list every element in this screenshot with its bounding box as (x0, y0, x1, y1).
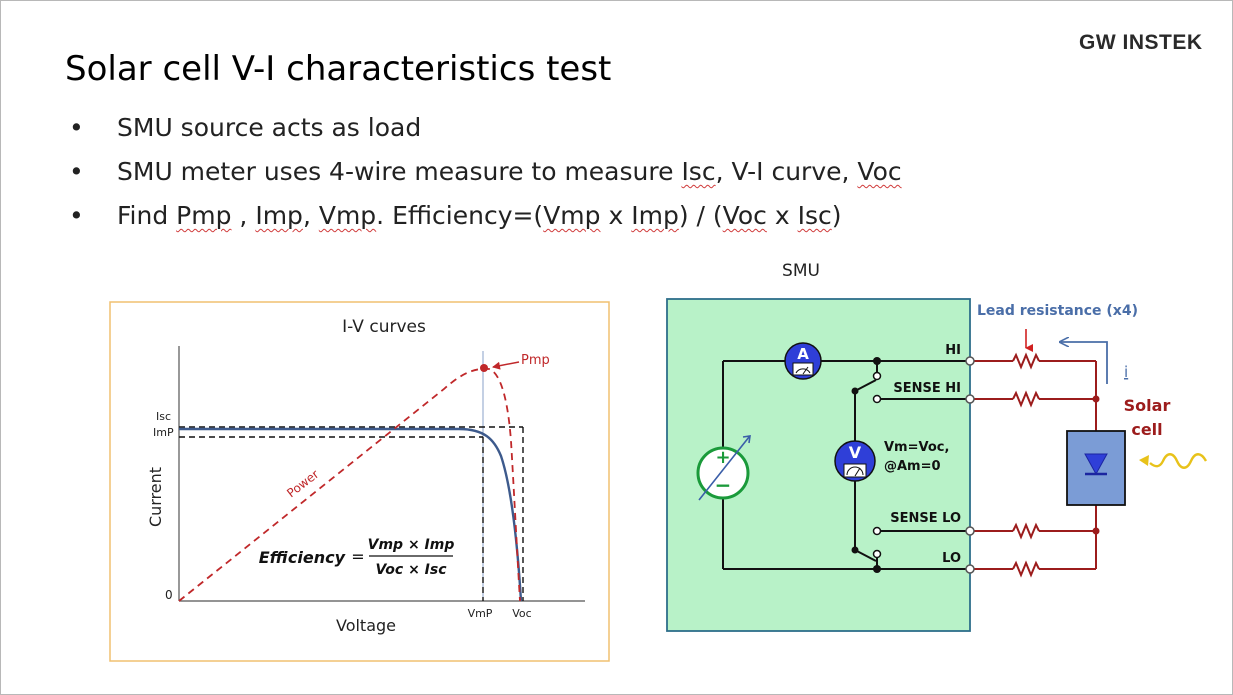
terminal-sense-hi (965, 394, 975, 404)
bullet-text: ) (831, 201, 842, 230)
power-curve-line (178, 367, 521, 602)
efficiency-formula: Efficiency = Vmp × Imp Voc × Isc (259, 537, 455, 578)
terminal-lo (965, 564, 975, 574)
switch-contact (872, 394, 882, 404)
node-dot (1092, 527, 1100, 535)
vmp-term: Vmp (318, 201, 377, 230)
terminal-sense-lo (965, 526, 975, 536)
node-dot (873, 357, 881, 365)
imp-label: ImP (153, 426, 174, 439)
iv-curve-figure: I-V curves Pmp Power Isc ImP 0 VmP Voc V… (109, 301, 610, 662)
node-dot (851, 546, 859, 554)
current-direction-arrow (1061, 342, 1108, 384)
terminal-hi (965, 356, 975, 366)
node-dot (851, 387, 859, 395)
ammeter-icon (784, 342, 822, 380)
source-plus-sign: + (715, 447, 730, 468)
terminal-sense-hi-label: SENSE HI (893, 381, 961, 396)
formula-equals: = (351, 547, 364, 566)
slide-title: Solar cell V-I characteristics test (65, 49, 612, 89)
internal-wiring (722, 360, 967, 570)
isc-term: Isc (681, 157, 716, 186)
vm-condition-1: Vm=Voc, (884, 440, 949, 455)
lead-resistance-label: Lead resistance (x4) (977, 303, 1138, 319)
voltmeter-icon (834, 440, 876, 482)
formula-numerator: Vmp × Imp (368, 537, 455, 553)
bullet-text: SMU source acts as load (117, 113, 422, 142)
pmp-label: Pmp (521, 353, 550, 368)
pmp-arrow (492, 361, 520, 370)
bullet-text: . Efficiency=( (376, 201, 544, 230)
terminal-hi-label: HI (945, 343, 961, 358)
solar-cell-label-1: Solar (1124, 396, 1171, 415)
bullet-text: , V-I curve, (715, 157, 858, 186)
chart-title: I-V curves (342, 317, 426, 337)
bullet-text: ) / ( (678, 201, 723, 230)
bullet-text: x (766, 201, 798, 230)
diode-icon (1084, 453, 1108, 476)
switch-contact (872, 549, 882, 559)
switch-contact (872, 371, 882, 381)
terminal-lo-label: LO (942, 551, 961, 566)
node-dot (873, 565, 881, 573)
isc-term: Isc (797, 201, 832, 230)
bullet-text: SMU meter uses 4-wire measure to measure (117, 157, 682, 186)
vmp-label: VmP (468, 607, 493, 620)
voc-label: Voc (512, 607, 531, 620)
bullet-text: x (600, 201, 632, 230)
terminal-sense-lo-label: SENSE LO (890, 511, 961, 526)
voltmeter-label: V (849, 443, 862, 462)
vm-condition-2: @Am=0 (884, 459, 941, 474)
bullet-text: Find (117, 201, 177, 230)
bullet-list: •SMU source acts as load •SMU meter uses… (69, 108, 902, 240)
node-dot (1092, 395, 1100, 403)
brand-logo: GW INSTEK (1079, 31, 1203, 54)
imp-term: Imp (255, 201, 303, 230)
formula-lhs: Efficiency (259, 548, 346, 567)
formula-denominator: Voc × Isc (375, 562, 447, 578)
smu-circuit-diagram: SMU + − (666, 261, 1208, 632)
imp-term: Imp (631, 201, 679, 230)
bullet-text: , (302, 201, 319, 230)
light-wave-icon (1149, 453, 1208, 469)
variable-source-arrow (698, 436, 750, 501)
switch-contact (872, 526, 882, 536)
current-label: i (1124, 363, 1128, 381)
light-arrowhead (1139, 455, 1149, 466)
pmp-term: Pmp (176, 201, 232, 230)
vmp-term: Vmp (543, 201, 601, 230)
voc-term: Voc (722, 201, 767, 230)
bullet-item: •SMU meter uses 4-wire measure to measur… (69, 157, 902, 186)
ammeter-label: A (797, 345, 809, 363)
source-minus-sign: − (715, 473, 732, 497)
solar-cell-label-2: cell (1131, 420, 1162, 439)
bullet-item: •SMU source acts as load (69, 113, 422, 142)
variable-source-arrowhead (742, 435, 751, 444)
pmp-point (480, 364, 488, 372)
origin-label: 0 (165, 588, 173, 602)
x-axis-label: Voltage (336, 616, 396, 635)
bullet-item: •Find Pmp , Imp, Vmp. Efficiency=(Vmp x … (69, 201, 842, 230)
smu-label: SMU (782, 261, 820, 281)
isc-label: Isc (156, 410, 171, 423)
y-axis-label: Current (146, 467, 165, 527)
bullet-text: , (231, 201, 256, 230)
voc-term: Voc (857, 157, 902, 186)
